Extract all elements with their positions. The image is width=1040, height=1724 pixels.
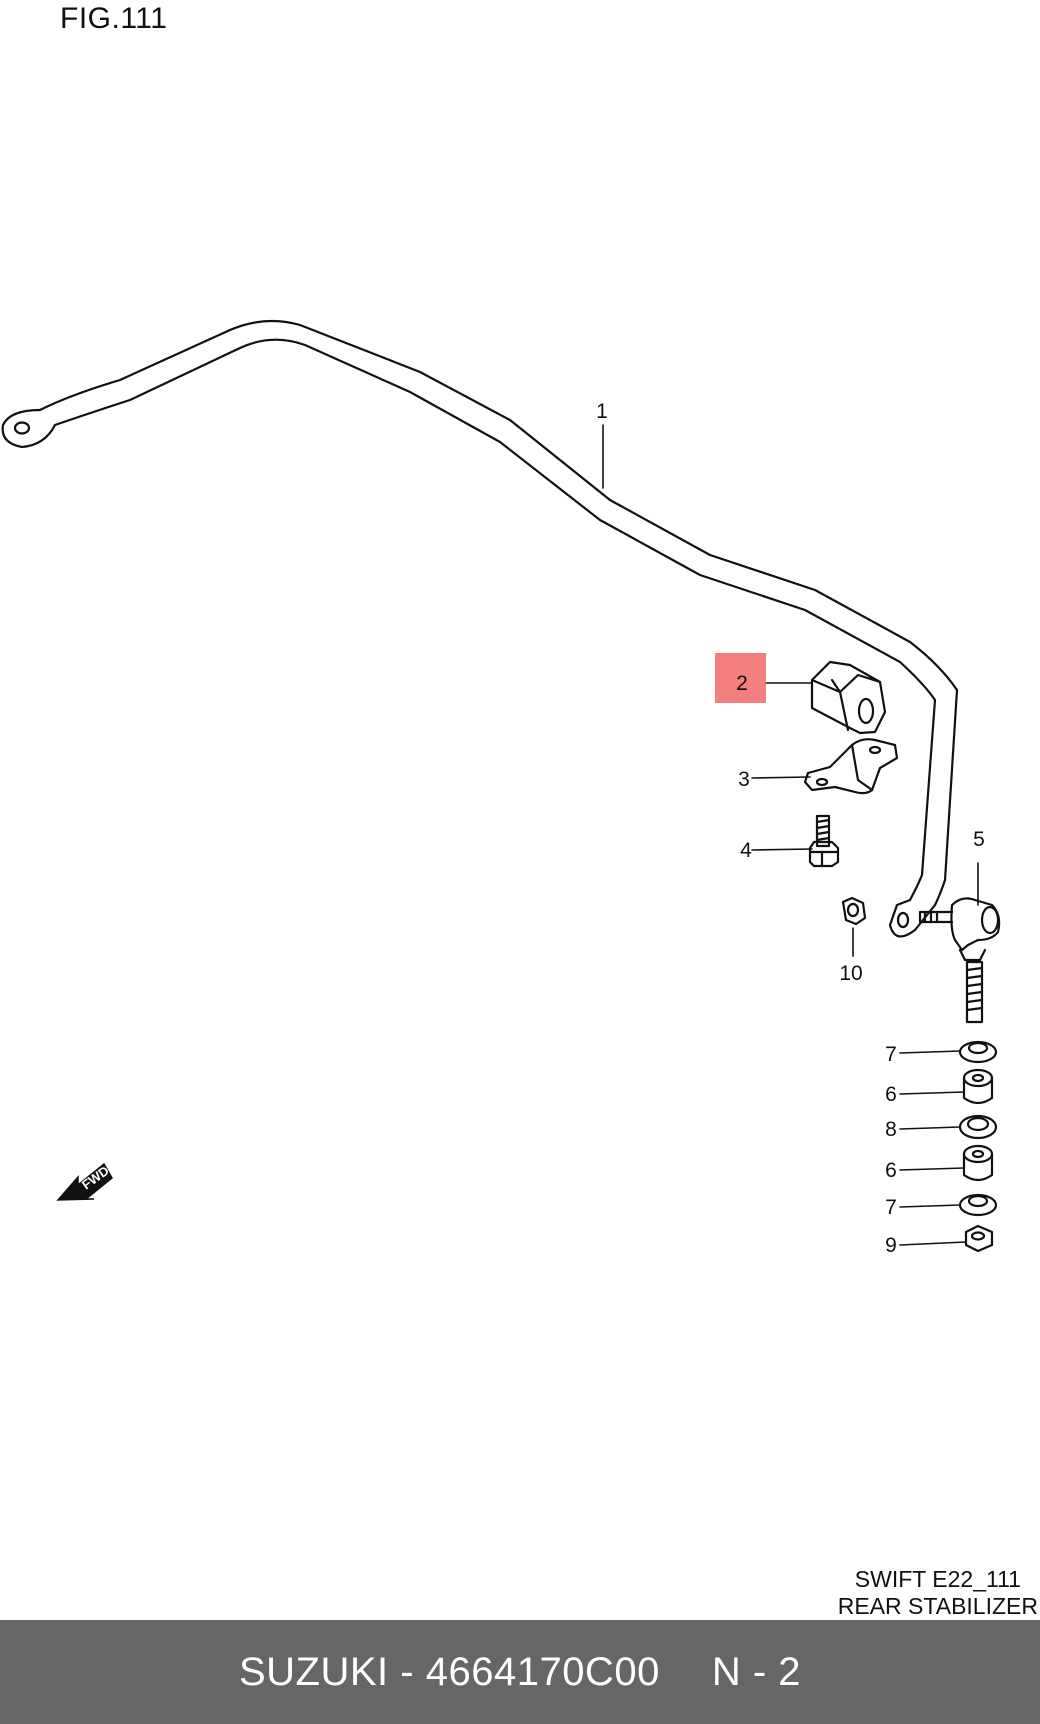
callout-2-highlight <box>715 653 766 703</box>
callout-2[interactable]: 2 <box>736 672 748 695</box>
rear-stabilizer-diagram: FWD 1 2 3 4 5 10 7 6 8 6 7 9 <box>1 319 1001 1257</box>
stabilizer-link[interactable] <box>918 897 1001 1024</box>
bushing[interactable] <box>810 660 887 735</box>
callout-8[interactable]: 8 <box>885 1118 897 1141</box>
part-number-text: SUZUKI - 4664170C00 <box>238 1649 660 1694</box>
cushion-upper[interactable] <box>962 1068 994 1105</box>
callout-3[interactable]: 3 <box>738 768 750 791</box>
callout-6-upper[interactable]: 6 <box>885 1083 897 1106</box>
washer-upper[interactable] <box>958 1040 998 1064</box>
footer-bar: SUZUKI - 4664170C00 N - 2 <box>0 1620 1040 1724</box>
callout-10[interactable]: 10 <box>839 962 862 985</box>
washer-middle[interactable] <box>958 1114 998 1140</box>
stabilizer-bar[interactable] <box>1 319 959 938</box>
caption-section: REAR STABILIZER <box>837 1593 1038 1619</box>
position-text: N - 2 <box>711 1649 801 1694</box>
leader-lines <box>602 424 979 1246</box>
callout-7-upper[interactable]: 7 <box>885 1043 897 1066</box>
fwd-arrow-icon: FWD <box>56 1162 113 1201</box>
callout-5[interactable]: 5 <box>973 828 985 851</box>
lock-nut[interactable] <box>964 1224 994 1253</box>
diagram-caption: SWIFT E22_111 REAR STABILIZER <box>838 1566 1038 1620</box>
washer-lower[interactable] <box>958 1193 998 1217</box>
callout-6-lower[interactable]: 6 <box>885 1159 897 1182</box>
bolt[interactable] <box>808 814 840 868</box>
cushion-lower[interactable] <box>962 1144 994 1182</box>
callout-4[interactable]: 4 <box>740 839 752 862</box>
nut[interactable] <box>841 896 867 926</box>
caption-model: SWIFT E22_111 <box>854 1566 1021 1592</box>
bracket[interactable] <box>803 738 899 795</box>
callout-9[interactable]: 9 <box>885 1234 897 1257</box>
callout-1[interactable]: 1 <box>596 400 608 423</box>
figure-title: FIG.111 <box>60 2 168 35</box>
callout-7-lower[interactable]: 7 <box>885 1196 897 1219</box>
